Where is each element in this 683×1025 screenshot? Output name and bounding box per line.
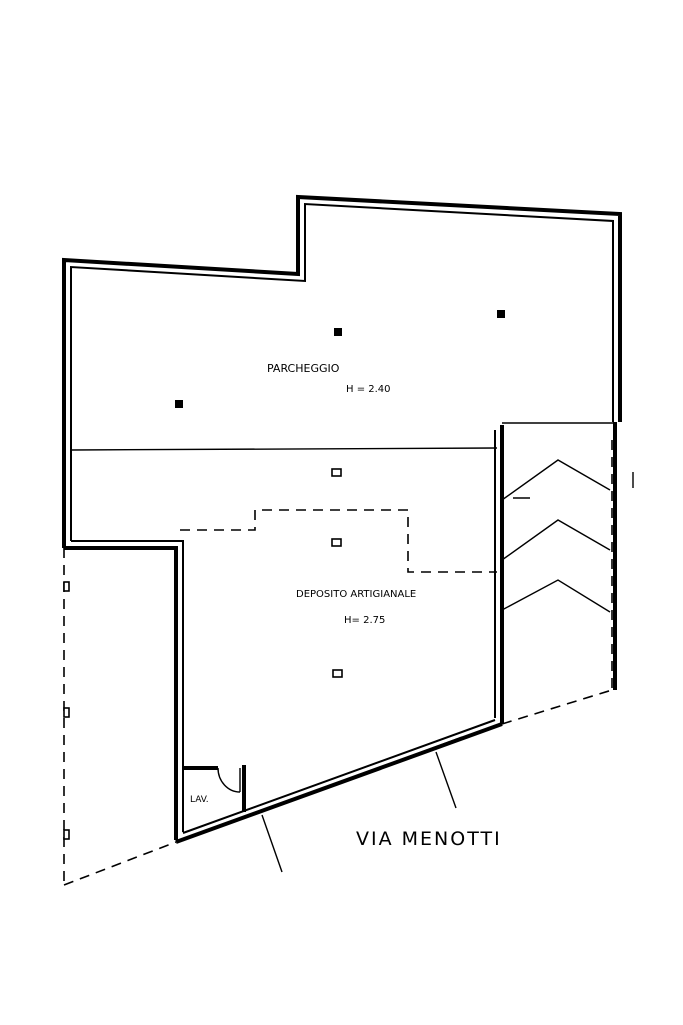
street-pointers (261, 751, 457, 873)
workshop-right-wall (494, 425, 504, 724)
parking-divider (70, 447, 498, 451)
vent (331, 538, 342, 547)
workshop-height: H= 2.75 (344, 615, 385, 626)
street-windows (239, 736, 463, 819)
street-label: VIA MENOTTI (356, 828, 502, 850)
pillar (334, 328, 342, 336)
parking-label: PARCHEGGIO (267, 362, 340, 375)
workshop-label: DEPOSITO ARTIGIANALE (296, 589, 416, 600)
outer-walls (62, 194, 622, 840)
pillars (175, 310, 505, 408)
bathroom-label: LAV. (190, 795, 209, 805)
bathroom (183, 765, 246, 812)
vent (331, 468, 342, 477)
pillar (497, 310, 505, 318)
ramp-chevrons (501, 459, 634, 613)
vents (331, 468, 343, 678)
street-wall (175, 719, 503, 844)
pillar (175, 400, 183, 408)
vent (332, 669, 343, 678)
dashed-boundaries (63, 440, 613, 886)
parking-height: H = 2.40 (346, 384, 391, 395)
left-boundary-marks (63, 581, 70, 840)
